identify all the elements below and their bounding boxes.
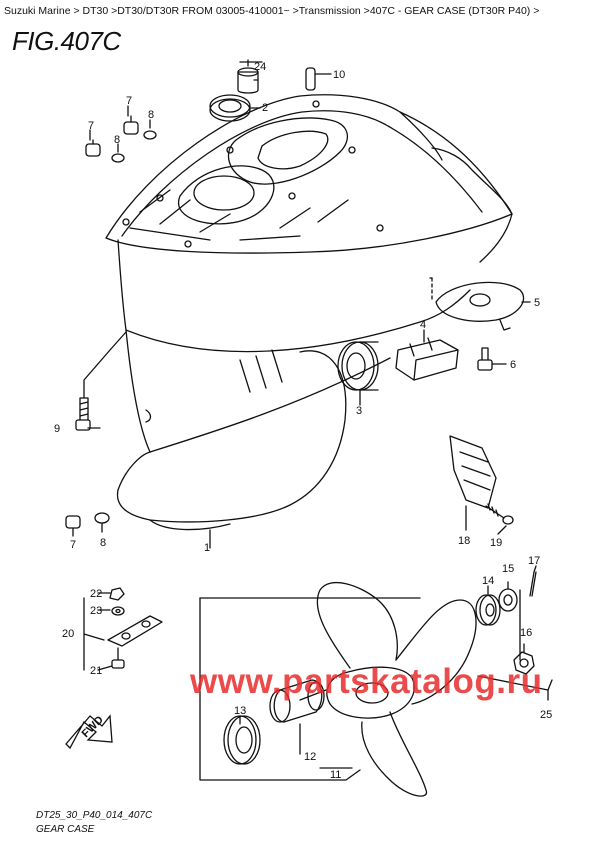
part-18-cover [449, 435, 497, 531]
watermark: www.partskatalog.ru [190, 662, 543, 701]
callout-5: 5 [534, 297, 540, 309]
callout-7-left: 7 [88, 120, 94, 132]
callout-24: 24 [254, 61, 266, 73]
callout-25: 25 [540, 709, 552, 721]
part-5-anode [431, 277, 531, 331]
callout-2: 2 [262, 102, 268, 114]
callout-6: 6 [510, 359, 516, 371]
callout-1: 1 [204, 542, 210, 554]
part-4-trim-tab [395, 329, 459, 381]
part-21-bolt [97, 647, 125, 671]
breadcrumb: Suzuki Marine > DT30 >DT30/DT30R FROM 03… [4, 5, 540, 17]
part-2-oil-seal [209, 94, 261, 122]
callout-7-lower: 7 [70, 539, 76, 551]
callout-19: 19 [490, 537, 502, 549]
callout-8-top: 8 [148, 109, 154, 121]
callout-21: 21 [90, 665, 102, 677]
callout-12: 12 [304, 751, 316, 763]
part-23-washer [97, 606, 125, 616]
part-24-sleeve [237, 59, 263, 94]
callout-7-top: 7 [126, 95, 132, 107]
part-9-bolt [75, 331, 127, 431]
gear-case-housing [105, 94, 513, 531]
part-16-nut [513, 643, 535, 675]
callout-14: 14 [482, 575, 494, 587]
callout-8-lower: 8 [100, 537, 106, 549]
part-20-bracket [83, 597, 163, 671]
callout-3: 3 [356, 405, 362, 417]
part-7-plug-lower [65, 515, 81, 537]
callout-18: 18 [458, 535, 470, 547]
leader-lines [87, 79, 521, 781]
part-8-gasket-top [143, 130, 157, 140]
part-3-bearing [337, 341, 379, 406]
part-10-pin [305, 67, 332, 91]
part-8-gasket-left [111, 153, 125, 163]
part-7-plug-top [123, 115, 139, 135]
part-19-screw [485, 503, 514, 535]
callout-17: 17 [528, 555, 540, 567]
part-14-spacer [475, 585, 501, 626]
callout-16: 16 [520, 627, 532, 639]
propeller [299, 581, 477, 797]
callout-22: 22 [90, 588, 102, 600]
part-6-bolt [477, 347, 507, 371]
figure-caption: GEAR CASE [36, 824, 95, 835]
callout-23: 23 [90, 605, 102, 617]
callout-4: 4 [420, 319, 426, 331]
callout-20: 20 [62, 628, 74, 640]
part-25-bracket-line [477, 675, 553, 701]
callout-labels: 1 2 3 4 5 6 7 7 7 8 8 8 9 10 11 12 13 14… [54, 61, 552, 781]
figure-title: FIG.407C [12, 26, 121, 56]
part-8-gasket-lower [94, 512, 110, 533]
callout-11: 11 [330, 769, 341, 781]
part-15-washer [498, 581, 518, 612]
figure-code: DT25_30_P40_014_407C [36, 810, 153, 821]
callout-15: 15 [502, 563, 514, 575]
fwd-arrow-icon: FWD [65, 714, 113, 750]
callout-8-left: 8 [114, 134, 120, 146]
part-13-washer [223, 715, 261, 765]
callout-10: 10 [333, 69, 345, 81]
part-12-spacer [269, 679, 325, 755]
callout-9: 9 [54, 423, 60, 435]
part-22-nut [97, 587, 125, 601]
callout-13: 13 [234, 705, 246, 717]
part-17-cotter-pin [529, 565, 537, 597]
part-7-plug-left [85, 139, 101, 157]
